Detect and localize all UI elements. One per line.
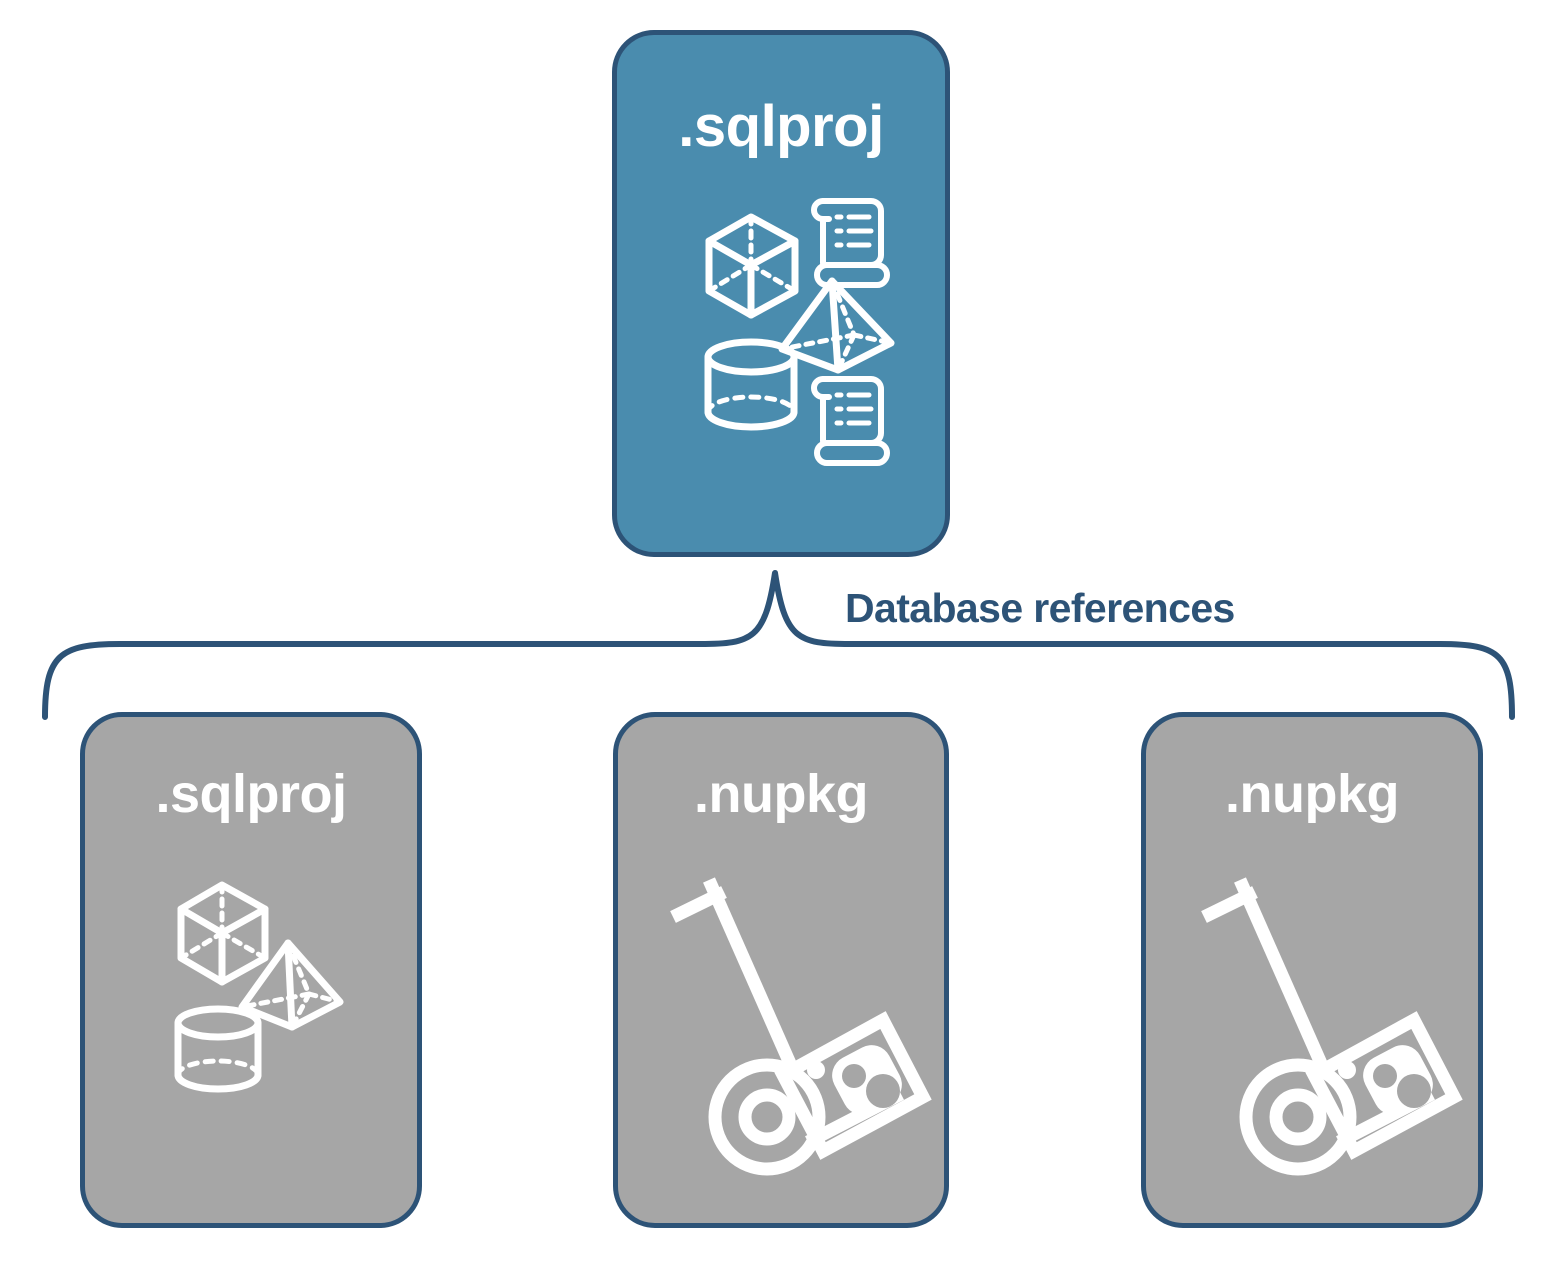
database-references-bracket	[42, 570, 1515, 720]
primary-sqlproj-card[interactable]: .sqlproj	[612, 30, 950, 557]
primary-card-artwork	[617, 183, 945, 473]
nuget-package-illustration	[670, 877, 932, 1176]
nuget-package-icon	[1305, 1011, 1463, 1160]
database-objects-illustration	[174, 881, 344, 1093]
reference-card-label: .sqlproj	[155, 764, 347, 824]
scroll-icon	[811, 376, 890, 466]
primary-card-label: .sqlproj	[678, 94, 884, 159]
database-objects-illustration	[704, 198, 895, 466]
cube-wireframe-icon	[705, 213, 799, 319]
reference-card-nupkg-2[interactable]: .nupkg	[1141, 712, 1483, 1228]
pyramid-wireframe-icon	[238, 939, 344, 1031]
nuget-package-icon	[774, 1011, 932, 1160]
scroll-icon	[811, 198, 890, 288]
reference-card-artwork	[85, 857, 417, 1187]
cylinder-wireframe-icon	[704, 338, 798, 431]
reference-card-label: .nupkg	[1225, 764, 1399, 824]
cylinder-wireframe-icon	[174, 1005, 262, 1093]
reference-card-artwork	[1146, 857, 1478, 1187]
cube-wireframe-icon	[177, 881, 269, 986]
reference-card-label: .nupkg	[694, 764, 868, 824]
reference-card-artwork	[618, 857, 944, 1187]
bracket-label: Database references	[845, 585, 1235, 631]
reference-card-nupkg-1[interactable]: .nupkg	[613, 712, 949, 1228]
reference-card-sqlproj[interactable]: .sqlproj	[80, 712, 422, 1228]
pyramid-wireframe-icon	[778, 277, 895, 374]
nuget-package-illustration	[1201, 877, 1463, 1176]
